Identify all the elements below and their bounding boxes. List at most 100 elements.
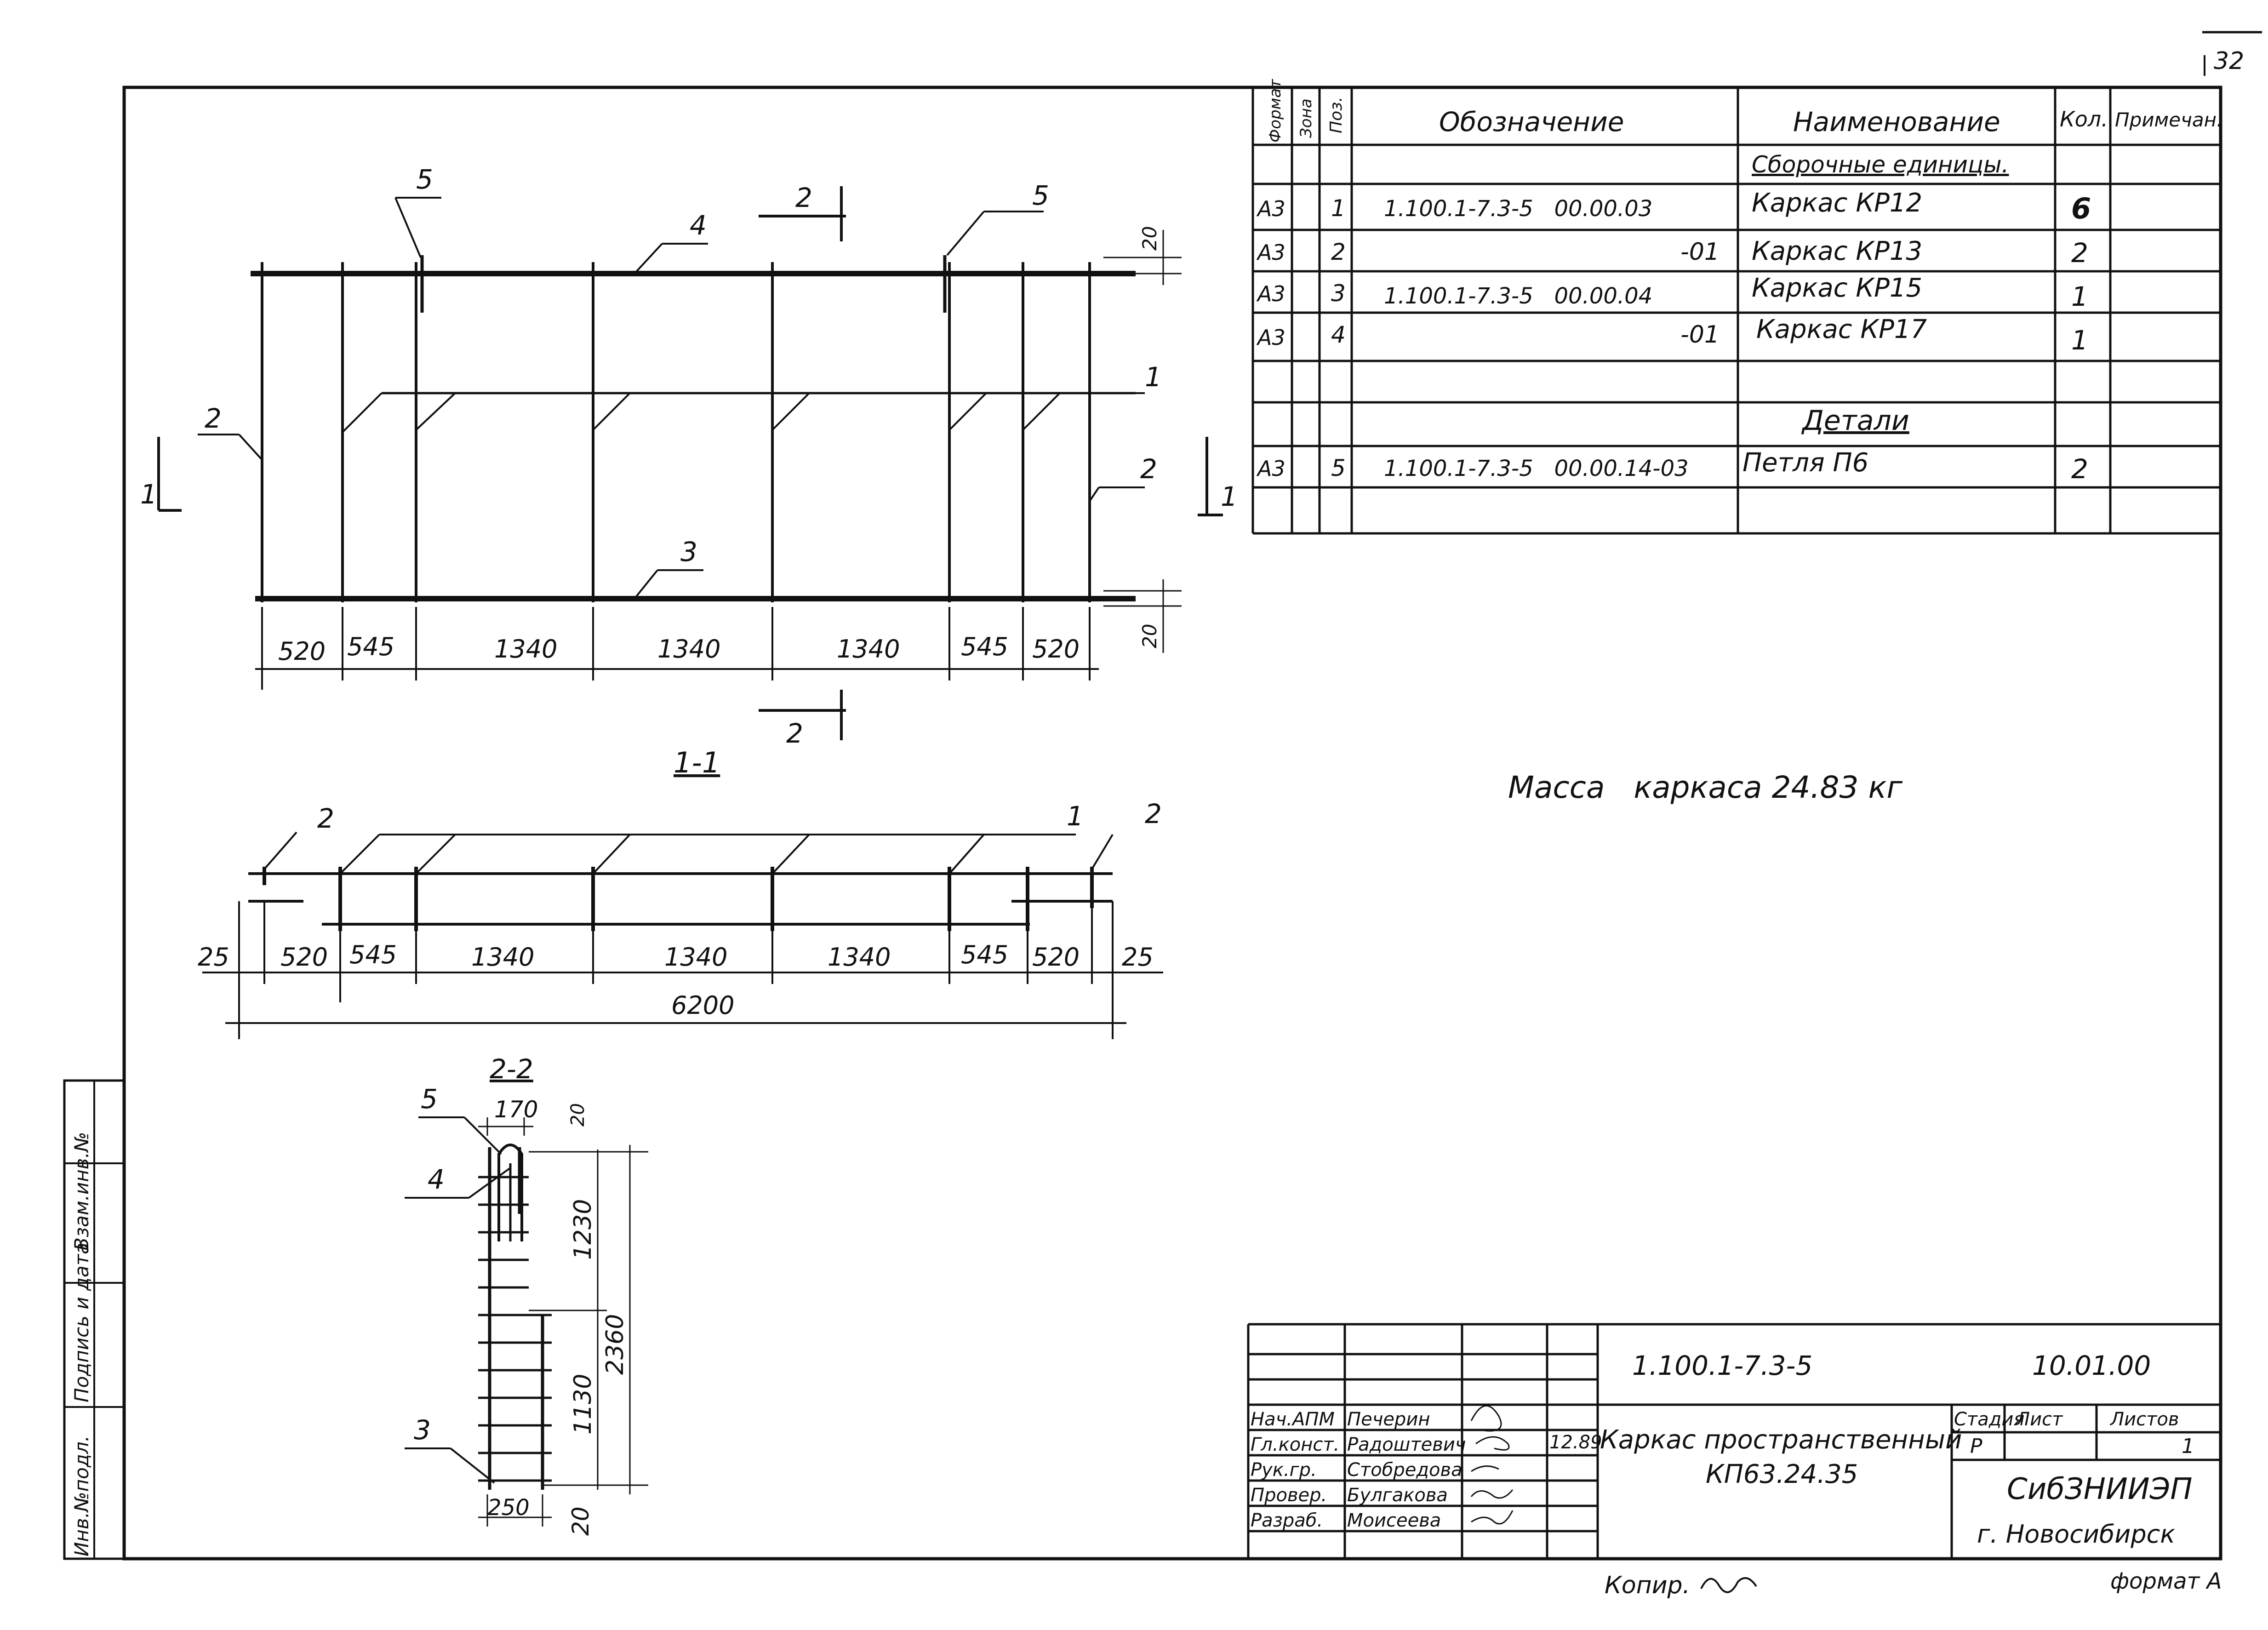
section-1-1-callout-1: 1 [1067,801,1084,832]
header-format: Формат [1266,79,1285,143]
row-3-format: А3 [1256,281,1285,306]
s22-lower: 1130 [569,1374,597,1435]
title-block: 1.100.1-7.3-5 10.01.00 Каркас пространст… [1247,1323,2221,1559]
s22-bottom-offset: 20 [567,1506,594,1536]
section-2-2: 2-2 [405,1053,648,1536]
tb-sheet-label: Лист [2015,1409,2063,1430]
header-designation: Обозначение [1439,106,1624,137]
row-3-pos: 3 [1331,280,1346,307]
tb-name-5: Моисеева [1347,1510,1441,1531]
s22-upper: 1230 [569,1199,597,1260]
s11-dim-5: 1340 [664,943,727,972]
s11-dim-9: 25 [1122,943,1154,972]
tb-stage: Р [1970,1435,1982,1458]
tb-stage-label: Стадия [1954,1409,2024,1430]
row-1-pos: 1 [1331,195,1346,222]
tb-product-code: КП63.24.35 [1706,1459,1858,1489]
s11-dim-8: 520 [1032,943,1080,972]
tb-name-3: Стобредова [1347,1459,1462,1481]
tb-role-3: Рук.гр. [1251,1459,1317,1481]
s22-callout-5: 5 [421,1083,438,1115]
section-mark-2-top: 2 [795,182,812,213]
row-1-qty: 6 [2071,192,2091,225]
plan-dim-1: 520 [278,637,326,666]
plan-view: 20 20 520 545 1340 1340 1340 545 520 [140,164,1238,749]
plan-callout-2-left: 2 [205,403,222,434]
row-2-format: А3 [1256,240,1285,265]
plan-callout-3: 3 [680,536,697,567]
sheet-frame [122,86,2222,1561]
inv-repl-label: Взам.инв.№ [70,1132,93,1251]
spec-table: Формат Зона Поз. Обозначение Наименовани… [1251,79,2222,535]
mass-note: Масса каркаса 24.83 кг [1508,770,1902,805]
tb-name-2: Радоштевич [1347,1434,1466,1455]
plan-callout-2-right: 2 [1140,453,1157,485]
detail-1-pos: 5 [1331,455,1346,481]
header-zone: Зона [1297,98,1315,138]
s11-dim-7: 545 [961,940,1008,969]
s11-total: 6200 [671,991,734,1020]
section-details: Детали [1801,405,1909,437]
row-2-pos: 2 [1331,239,1346,265]
detail-1-designation: 1.100.1-7.3-5 00.00.14-03 [1384,456,1689,481]
section-mark-1-right: 1 [1221,481,1238,512]
tb-org-1: СибЗНИИЭП [2007,1472,2192,1506]
row-1-format: А3 [1256,196,1285,221]
plan-callout-5-left: 5 [416,164,433,195]
section-1-1: 1-1 2 1 2 [198,746,1163,1039]
row-2-name: Каркас КР13 [1752,236,1922,266]
section-mark-1-left: 1 [140,479,157,510]
s22-top-width: 170 [494,1096,538,1123]
plan-callout-5-right: 5 [1032,180,1049,211]
row-1-designation: 1.100.1-7.3-5 00.00.03 [1384,196,1652,222]
plan-dim-3: 1340 [494,635,557,663]
s22-total: 2360 [601,1314,629,1375]
tb-role-1: Нач.АПМ [1251,1409,1335,1430]
copy-label: Копир. [1605,1572,1690,1599]
s22-bottom-width: 250 [487,1495,530,1521]
row-4-format: А3 [1256,325,1285,350]
signature-marks [1470,1405,1514,1525]
s11-dim-4: 1340 [471,943,534,972]
row-1-name: Каркас КР12 [1752,188,1922,218]
tb-org-2: г. Новосибирск [1977,1520,2175,1549]
s22-callout-4: 4 [428,1164,445,1195]
plan-callout-1: 1 [1145,361,1162,393]
row-4-pos: 4 [1331,321,1346,348]
tb-role-5: Разраб. [1251,1510,1323,1531]
tb-doc-code: 1.100.1-7.3-5 [1632,1350,1812,1381]
row-3-designation: 1.100.1-7.3-5 00.00.04 [1384,283,1652,309]
row-3-qty: 1 [2071,281,2088,312]
plan-dim-4: 1340 [657,635,720,663]
s11-dim-2: 520 [280,943,328,972]
row-2-designation: -01 [1680,238,1720,266]
s11-dim-1: 25 [198,943,229,972]
row-4-designation: -01 [1680,321,1720,349]
section-2-2-title: 2-2 [490,1053,533,1085]
plan-dim-5: 1340 [837,635,900,663]
plan-dim-7: 520 [1032,635,1080,663]
tb-sign-date: 12.89 [1549,1432,1602,1453]
detail-1-qty: 2 [2071,453,2088,485]
plan-edge-dim-bottom: 20 [1138,624,1161,648]
left-margin-stamp: Взам.инв.№ Подпись и дата Инв.№подл. [63,1079,126,1560]
header-qty: Кол. [2060,107,2108,132]
tb-name-4: Булгакова [1347,1485,1448,1506]
s11-dim-3: 545 [349,940,397,969]
header-note: Примечан. [2115,109,2222,131]
tb-sheets: 1 [2182,1435,2194,1458]
sign-date-label: Подпись и дата [70,1242,93,1402]
header-name: Наименование [1793,106,2000,137]
plan-dim-2: 545 [347,632,394,661]
format-label: формат А [2110,1568,2222,1594]
tb-name-1: Печерин [1347,1409,1430,1430]
detail-1-format: А3 [1256,456,1285,481]
row-4-qty: 1 [2071,325,2088,356]
copy-signature [1700,1577,1757,1593]
tb-product-name: Каркас пространственный [1600,1425,1962,1455]
detail-1-name: Петля П6 [1742,448,1868,478]
row-4-name: Каркас КР17 [1756,315,1927,344]
section-1-1-callout-2-right: 2 [1145,798,1162,829]
section-1-1-callout-2-left: 2 [317,803,334,834]
